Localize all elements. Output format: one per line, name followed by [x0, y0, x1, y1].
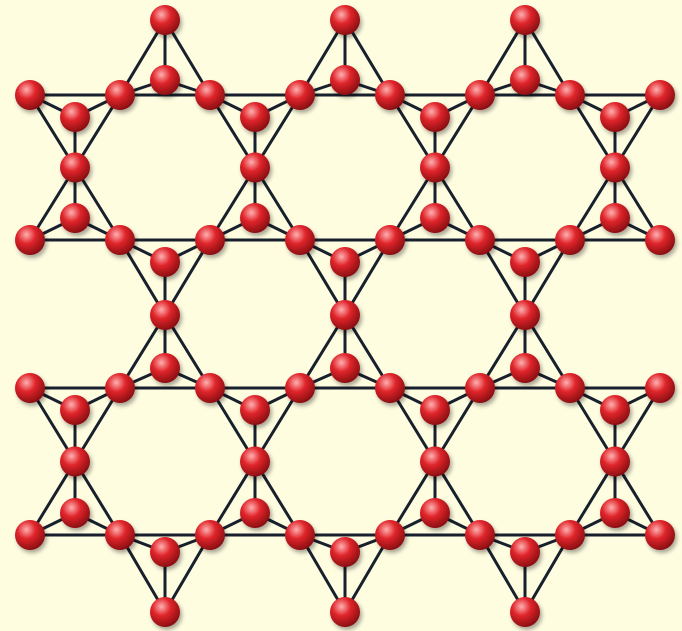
atom-sphere — [150, 597, 180, 627]
atom-sphere — [645, 373, 675, 403]
atom-sphere — [330, 247, 360, 277]
atom-sphere — [510, 65, 540, 95]
atom-sphere — [375, 373, 405, 403]
atom-sphere — [240, 102, 270, 132]
atom-sphere — [15, 520, 45, 550]
atom-sphere — [420, 446, 450, 477]
atom-sphere — [645, 80, 675, 110]
atom-sphere — [510, 537, 540, 567]
atom-sphere — [420, 152, 450, 183]
atom-layer — [15, 5, 675, 627]
atom-sphere — [375, 225, 405, 255]
atom-sphere — [330, 597, 360, 627]
atom-sphere — [600, 102, 630, 132]
atom-sphere — [330, 5, 360, 35]
atom-sphere — [150, 353, 180, 383]
atom-sphere — [195, 225, 225, 255]
atom-sphere — [600, 446, 630, 477]
atom-sphere — [465, 80, 495, 110]
atom-sphere — [105, 373, 135, 403]
atom-sphere — [555, 373, 585, 403]
atom-sphere — [150, 247, 180, 277]
atom-sphere — [330, 65, 360, 95]
atom-sphere — [510, 247, 540, 277]
atom-sphere — [285, 225, 315, 255]
atom-sphere — [600, 395, 630, 425]
atom-sphere — [330, 537, 360, 567]
atom-sphere — [330, 300, 360, 330]
atom-sphere — [375, 520, 405, 550]
atom-sphere — [420, 102, 450, 132]
atom-sphere — [105, 80, 135, 110]
atom-sphere — [60, 498, 90, 528]
atom-sphere — [240, 498, 270, 528]
atom-sphere — [60, 446, 90, 477]
atom-sphere — [555, 80, 585, 110]
atom-sphere — [600, 152, 630, 183]
atom-sphere — [105, 225, 135, 255]
atom-sphere — [240, 446, 270, 477]
atom-sphere — [645, 520, 675, 550]
atom-sphere — [150, 65, 180, 95]
atom-sphere — [60, 395, 90, 425]
atom-sphere — [150, 537, 180, 567]
atom-sphere — [240, 203, 270, 233]
atom-sphere — [330, 353, 360, 383]
atom-sphere — [555, 520, 585, 550]
atom-sphere — [15, 225, 45, 255]
atom-sphere — [240, 395, 270, 425]
atom-sphere — [510, 353, 540, 383]
atom-sphere — [285, 373, 315, 403]
atom-sphere — [555, 225, 585, 255]
atom-sphere — [510, 300, 540, 330]
atom-sphere — [600, 203, 630, 233]
atom-sphere — [195, 373, 225, 403]
atom-sphere — [60, 102, 90, 132]
atom-sphere — [105, 520, 135, 550]
atom-sphere — [60, 152, 90, 183]
atom-sphere — [465, 520, 495, 550]
atom-sphere — [240, 152, 270, 183]
atom-sphere — [510, 5, 540, 35]
atom-sphere — [465, 373, 495, 403]
atom-sphere — [420, 395, 450, 425]
atom-sphere — [420, 498, 450, 528]
atom-sphere — [150, 5, 180, 35]
atom-sphere — [510, 597, 540, 627]
atom-sphere — [375, 80, 405, 110]
atom-sphere — [285, 520, 315, 550]
atom-sphere — [465, 225, 495, 255]
atom-sphere — [195, 80, 225, 110]
atom-sphere — [600, 498, 630, 528]
atom-sphere — [420, 203, 450, 233]
atom-sphere — [60, 203, 90, 233]
atom-sphere — [285, 80, 315, 110]
atom-sphere — [195, 520, 225, 550]
atom-sphere — [645, 225, 675, 255]
atom-sphere — [150, 300, 180, 330]
atom-sphere — [15, 80, 45, 110]
atom-sphere — [15, 373, 45, 403]
